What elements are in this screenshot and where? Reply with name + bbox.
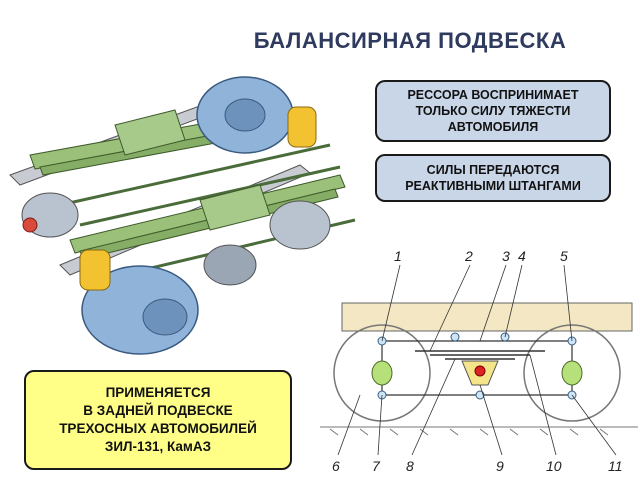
ground-line [320,426,638,436]
wheel-hub-front [79,249,199,355]
callout-reaction-rods-text: СИЛЫ ПЕРЕДАЮТСЯ РЕАКТИВНЫМИ ШТАНГАМИ [405,163,581,193]
schematic-leaf-spring [415,350,545,360]
label-6: 6 [332,458,340,474]
brake-chamber [22,217,38,233]
suspension-schematic: 1 2 3 4 5 6 7 8 9 10 11 [320,248,638,474]
schematic-hubs [371,360,583,386]
label-1: 1 [394,248,402,264]
trunnion-brackets [114,109,271,231]
label-10: 10 [546,458,562,474]
trunnion-axis [474,365,486,377]
callout-reaction-rods: СИЛЫ ПЕРЕДАЮТСЯ РЕАКТИВНЫМИ ШТАНГАМИ [375,154,611,202]
label-5: 5 [560,248,568,264]
label-7: 7 [372,458,381,474]
schematic-numbers-bottom: 6 7 8 9 10 11 [332,458,623,474]
label-9: 9 [496,458,504,474]
label-2: 2 [464,248,473,264]
label-8: 8 [406,458,414,474]
wheel-hub-rear [196,76,317,154]
label-11: 11 [608,458,623,474]
label-4: 4 [518,248,526,264]
page-title: БАЛАНСИРНАЯ ПОДВЕСКА [253,28,567,53]
leader-lines [337,264,617,456]
suspension-illustration [9,76,356,355]
callout-spring-load-text: РЕССОРА ВОСПРИНИМАЕТ ТОЛЬКО СИЛУ ТЯЖЕСТИ… [407,88,579,134]
schematic-numbers-top: 1 2 3 4 5 [394,248,568,264]
label-3: 3 [502,248,510,264]
callout-spring-load: РЕССОРА ВОСПРИНИМАЕТ ТОЛЬКО СИЛУ ТЯЖЕСТИ… [375,80,611,142]
callout-application-text: ПРИМЕНЯЕТСЯ В ЗАДНЕЙ ПОДВЕСКЕ ТРЕХОСНЫХ … [59,385,257,454]
callout-application: ПРИМЕНЯЕТСЯ В ЗАДНЕЙ ПОДВЕСКЕ ТРЕХОСНЫХ … [24,370,292,470]
wheels [333,324,621,422]
